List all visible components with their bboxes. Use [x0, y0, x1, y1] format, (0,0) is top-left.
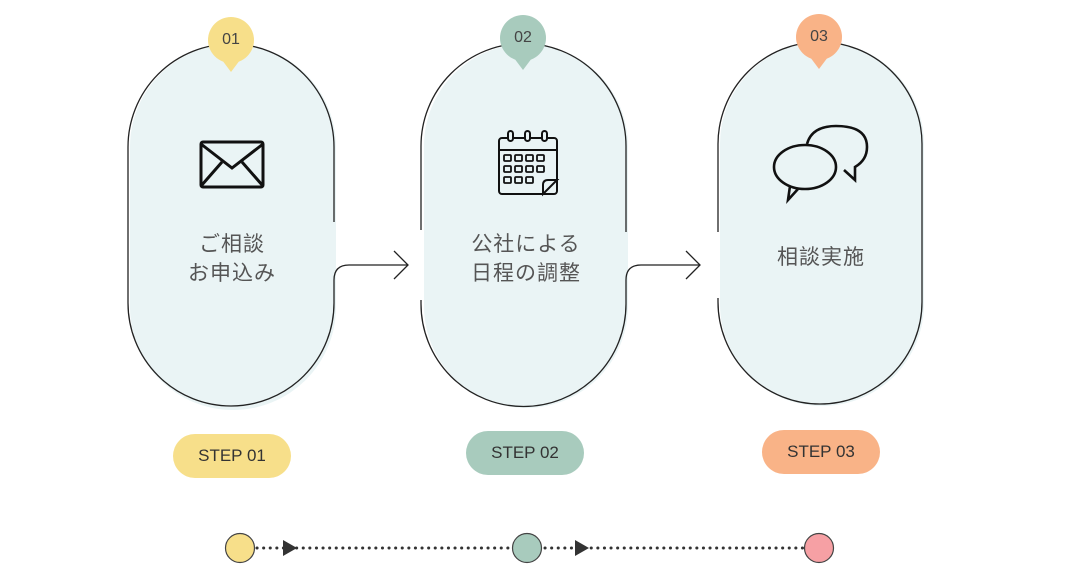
- card-fill: [720, 42, 924, 406]
- calendar-icon: [498, 130, 560, 197]
- step-card-3: [717, 41, 924, 406]
- step-number-badge-2: 02: [500, 15, 546, 70]
- timeline-dot-1: [224, 532, 256, 564]
- envelope-icon: [199, 140, 265, 189]
- step-number-badge-1: 01: [208, 17, 254, 72]
- card-outline: [717, 41, 923, 405]
- arrow-right-icon: [393, 250, 409, 280]
- step-number: 01: [222, 31, 240, 48]
- step-number-badge-3: 03: [796, 14, 842, 69]
- step-card-1: [127, 43, 409, 410]
- step-label-2: 公社による 日程の調整: [426, 230, 626, 288]
- card-fill: [130, 44, 336, 410]
- step-label-line: お申込み: [188, 261, 276, 285]
- step-number: 03: [810, 28, 828, 45]
- step-pill-1: STEP 01: [173, 434, 291, 478]
- step-pill-label: STEP 02: [491, 443, 559, 462]
- arrow-right-icon: [685, 250, 701, 280]
- step-label-3: 相談実施: [721, 243, 921, 272]
- step-label-line: ご相談: [199, 232, 265, 256]
- step-pill-label: STEP 01: [198, 446, 266, 465]
- step-pill-3: STEP 03: [762, 430, 880, 474]
- step-label-line: 日程の調整: [471, 261, 581, 285]
- timeline-arrow-icon: [283, 540, 297, 556]
- chat-bubbles-icon: [772, 124, 869, 205]
- step-card-2: [420, 42, 701, 408]
- step-number: 02: [514, 29, 532, 46]
- card-outline: [127, 43, 408, 407]
- step-label-line: 公社による: [471, 232, 581, 256]
- timeline-dot-3: [803, 532, 835, 564]
- card-fill: [424, 44, 628, 408]
- timeline-arrow-icon: [575, 540, 589, 556]
- step-pill-label: STEP 03: [787, 442, 855, 461]
- timeline: [224, 532, 835, 564]
- step-pill-2: STEP 02: [466, 431, 584, 475]
- step-label-1: ご相談 お申込み: [132, 230, 332, 288]
- step-label-line: 相談実施: [777, 245, 865, 269]
- timeline-dot-2: [511, 532, 543, 564]
